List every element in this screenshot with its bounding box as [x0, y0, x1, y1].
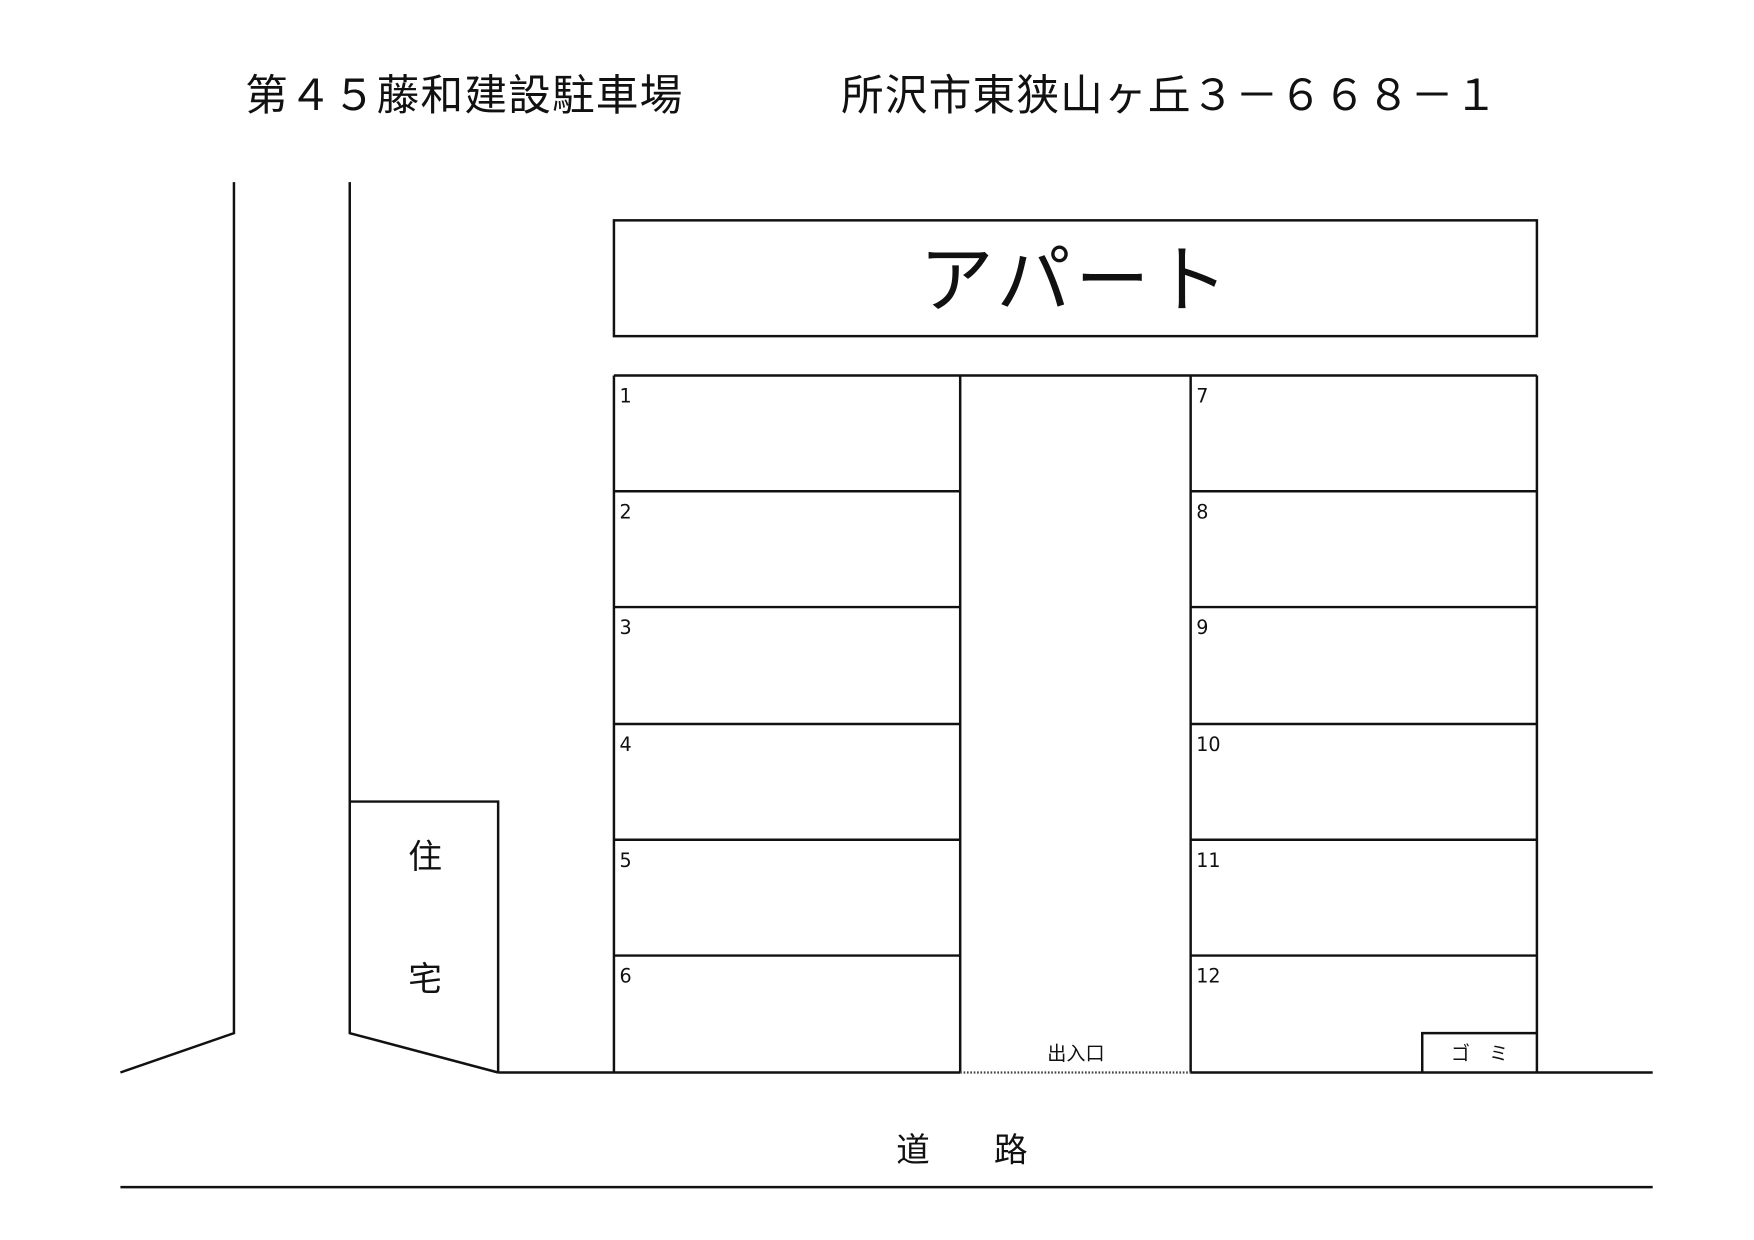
road-label-2: 路 — [994, 1130, 1028, 1169]
parking-lot: 1 2 3 4 5 6 7 8 9 10 11 12 ゴ ミ 出入口 — [612, 374, 1539, 1073]
side-street-left-edge — [120, 182, 236, 1074]
slot-number-4: 4 — [620, 733, 632, 756]
house-outline — [349, 800, 500, 1073]
side-street-right-edge — [348, 182, 499, 1074]
lot-name-title: 第４５藤和建設駐車場 — [245, 71, 683, 121]
slot-number-6: 6 — [620, 965, 632, 988]
house-label-2: 宅 — [408, 959, 442, 998]
side-street — [120, 182, 499, 1074]
apartment-outline — [612, 219, 1539, 338]
slot-number-7: 7 — [1196, 384, 1208, 407]
garbage-label: ゴ ミ — [1451, 1042, 1508, 1065]
slot-number-1: 1 — [620, 384, 632, 407]
slot-number-5: 5 — [620, 849, 632, 872]
address-text: 所沢市東狭山ヶ丘３－６６８－１ — [841, 71, 1498, 121]
house-label-1: 住 — [408, 837, 442, 876]
garbage-area-outline — [1421, 1031, 1537, 1073]
slot-number-2: 2 — [620, 500, 632, 523]
slot-number-9: 9 — [1196, 616, 1208, 639]
slot-number-10: 10 — [1196, 733, 1220, 756]
house-block: 住 宅 — [349, 800, 500, 1073]
entrance-label: 出入口 — [1047, 1042, 1104, 1065]
slot-number-11: 11 — [1196, 849, 1220, 872]
apartment-label: アパート — [919, 238, 1232, 324]
slot-number-12: 12 — [1196, 965, 1220, 988]
slot-number-3: 3 — [620, 616, 632, 639]
slot-number-8: 8 — [1196, 500, 1208, 523]
road-label-1: 道 — [896, 1130, 930, 1169]
apartment-block: アパート — [612, 219, 1539, 338]
